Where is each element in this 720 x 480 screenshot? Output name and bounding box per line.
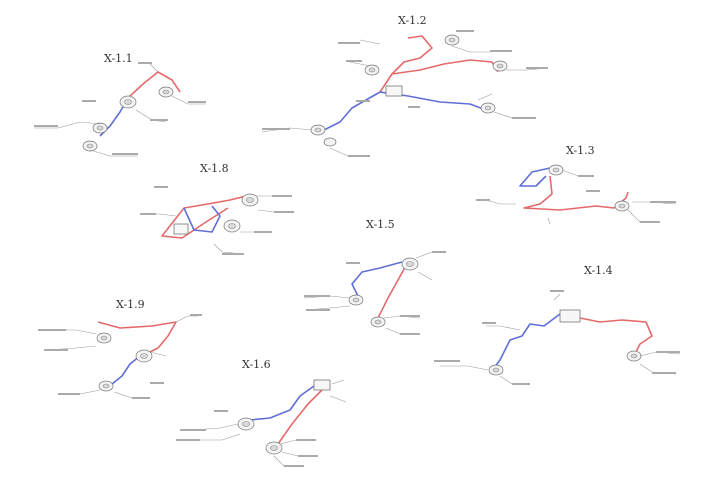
blue-path [351, 261, 403, 297]
annotation-marks [176, 410, 318, 467]
leader-lines [34, 63, 206, 157]
leader-lines [440, 293, 681, 385]
structure-node [119, 95, 137, 109]
annotation-marks [476, 175, 676, 223]
red-path [579, 317, 653, 353]
structure-node [135, 349, 153, 363]
red-path [277, 389, 323, 445]
red-path [161, 195, 247, 239]
structure-node [82, 140, 98, 152]
diagram-title: X-1.3 [566, 144, 595, 157]
diagram-title: X-1.8 [200, 162, 229, 175]
diagram-title: X-1.5 [366, 218, 395, 231]
structure-node [313, 379, 331, 391]
blue-path [323, 91, 381, 131]
annotation-marks [140, 186, 294, 255]
structure-node [173, 223, 189, 235]
structure-node [370, 316, 386, 328]
structure-node [158, 86, 174, 98]
diagram-title: X-1.2 [398, 14, 427, 27]
annotation-marks [434, 290, 680, 385]
diagram-x-1-3: X-1.3 [476, 144, 677, 225]
structure-node [548, 164, 564, 176]
structure-node [323, 137, 337, 147]
structure-node [92, 122, 108, 134]
diagram-x-1-9: X-1.9 [38, 298, 202, 399]
blue-path [249, 385, 315, 421]
structure-node [241, 193, 259, 207]
annotation-marks [304, 251, 446, 335]
structure-node [385, 85, 403, 97]
diagram-x-1-1: X-1.1 [34, 52, 206, 157]
diagram-title: X-1.9 [116, 298, 145, 311]
structure-node [223, 219, 241, 233]
annotation-marks [34, 62, 206, 155]
blue-path [111, 355, 141, 385]
structure-node [96, 332, 112, 344]
leader-lines [144, 195, 294, 255]
structure-node [237, 417, 255, 431]
structure-node [348, 294, 364, 306]
leader-lines [485, 169, 677, 225]
structure-node [559, 309, 581, 323]
red-path [379, 35, 433, 93]
structure-node [401, 257, 419, 271]
blue-path [493, 313, 561, 369]
structure-node [614, 200, 630, 212]
structure-node [310, 124, 326, 136]
diagram-title: X-1.6 [242, 358, 271, 371]
structure-node [626, 350, 642, 362]
diagram-title: X-1.4 [584, 264, 613, 277]
diagram-x-1-2: X-1.2 [261, 14, 549, 157]
annotation-marks [262, 30, 548, 157]
structure-node [492, 60, 508, 72]
structure-node [265, 441, 283, 455]
red-path [523, 175, 629, 211]
structure-node [444, 34, 460, 46]
diagram-x-1-4: X-1.4 [434, 264, 681, 385]
leader-lines [261, 39, 549, 157]
blue-path [183, 205, 221, 233]
structure-node [480, 102, 496, 114]
diagram-x-1-5: X-1.5 [303, 218, 446, 335]
blue-path [519, 167, 551, 187]
red-path [391, 59, 499, 75]
diagram-title: X-1.1 [104, 52, 133, 65]
structure-node [488, 364, 504, 376]
red-path [377, 261, 409, 319]
structure-node [98, 380, 114, 392]
annotation-marks [38, 314, 202, 399]
diagram-x-1-6: X-1.6 [176, 358, 347, 467]
diagram-x-1-8: X-1.8 [140, 162, 294, 255]
structure-node [364, 64, 380, 76]
